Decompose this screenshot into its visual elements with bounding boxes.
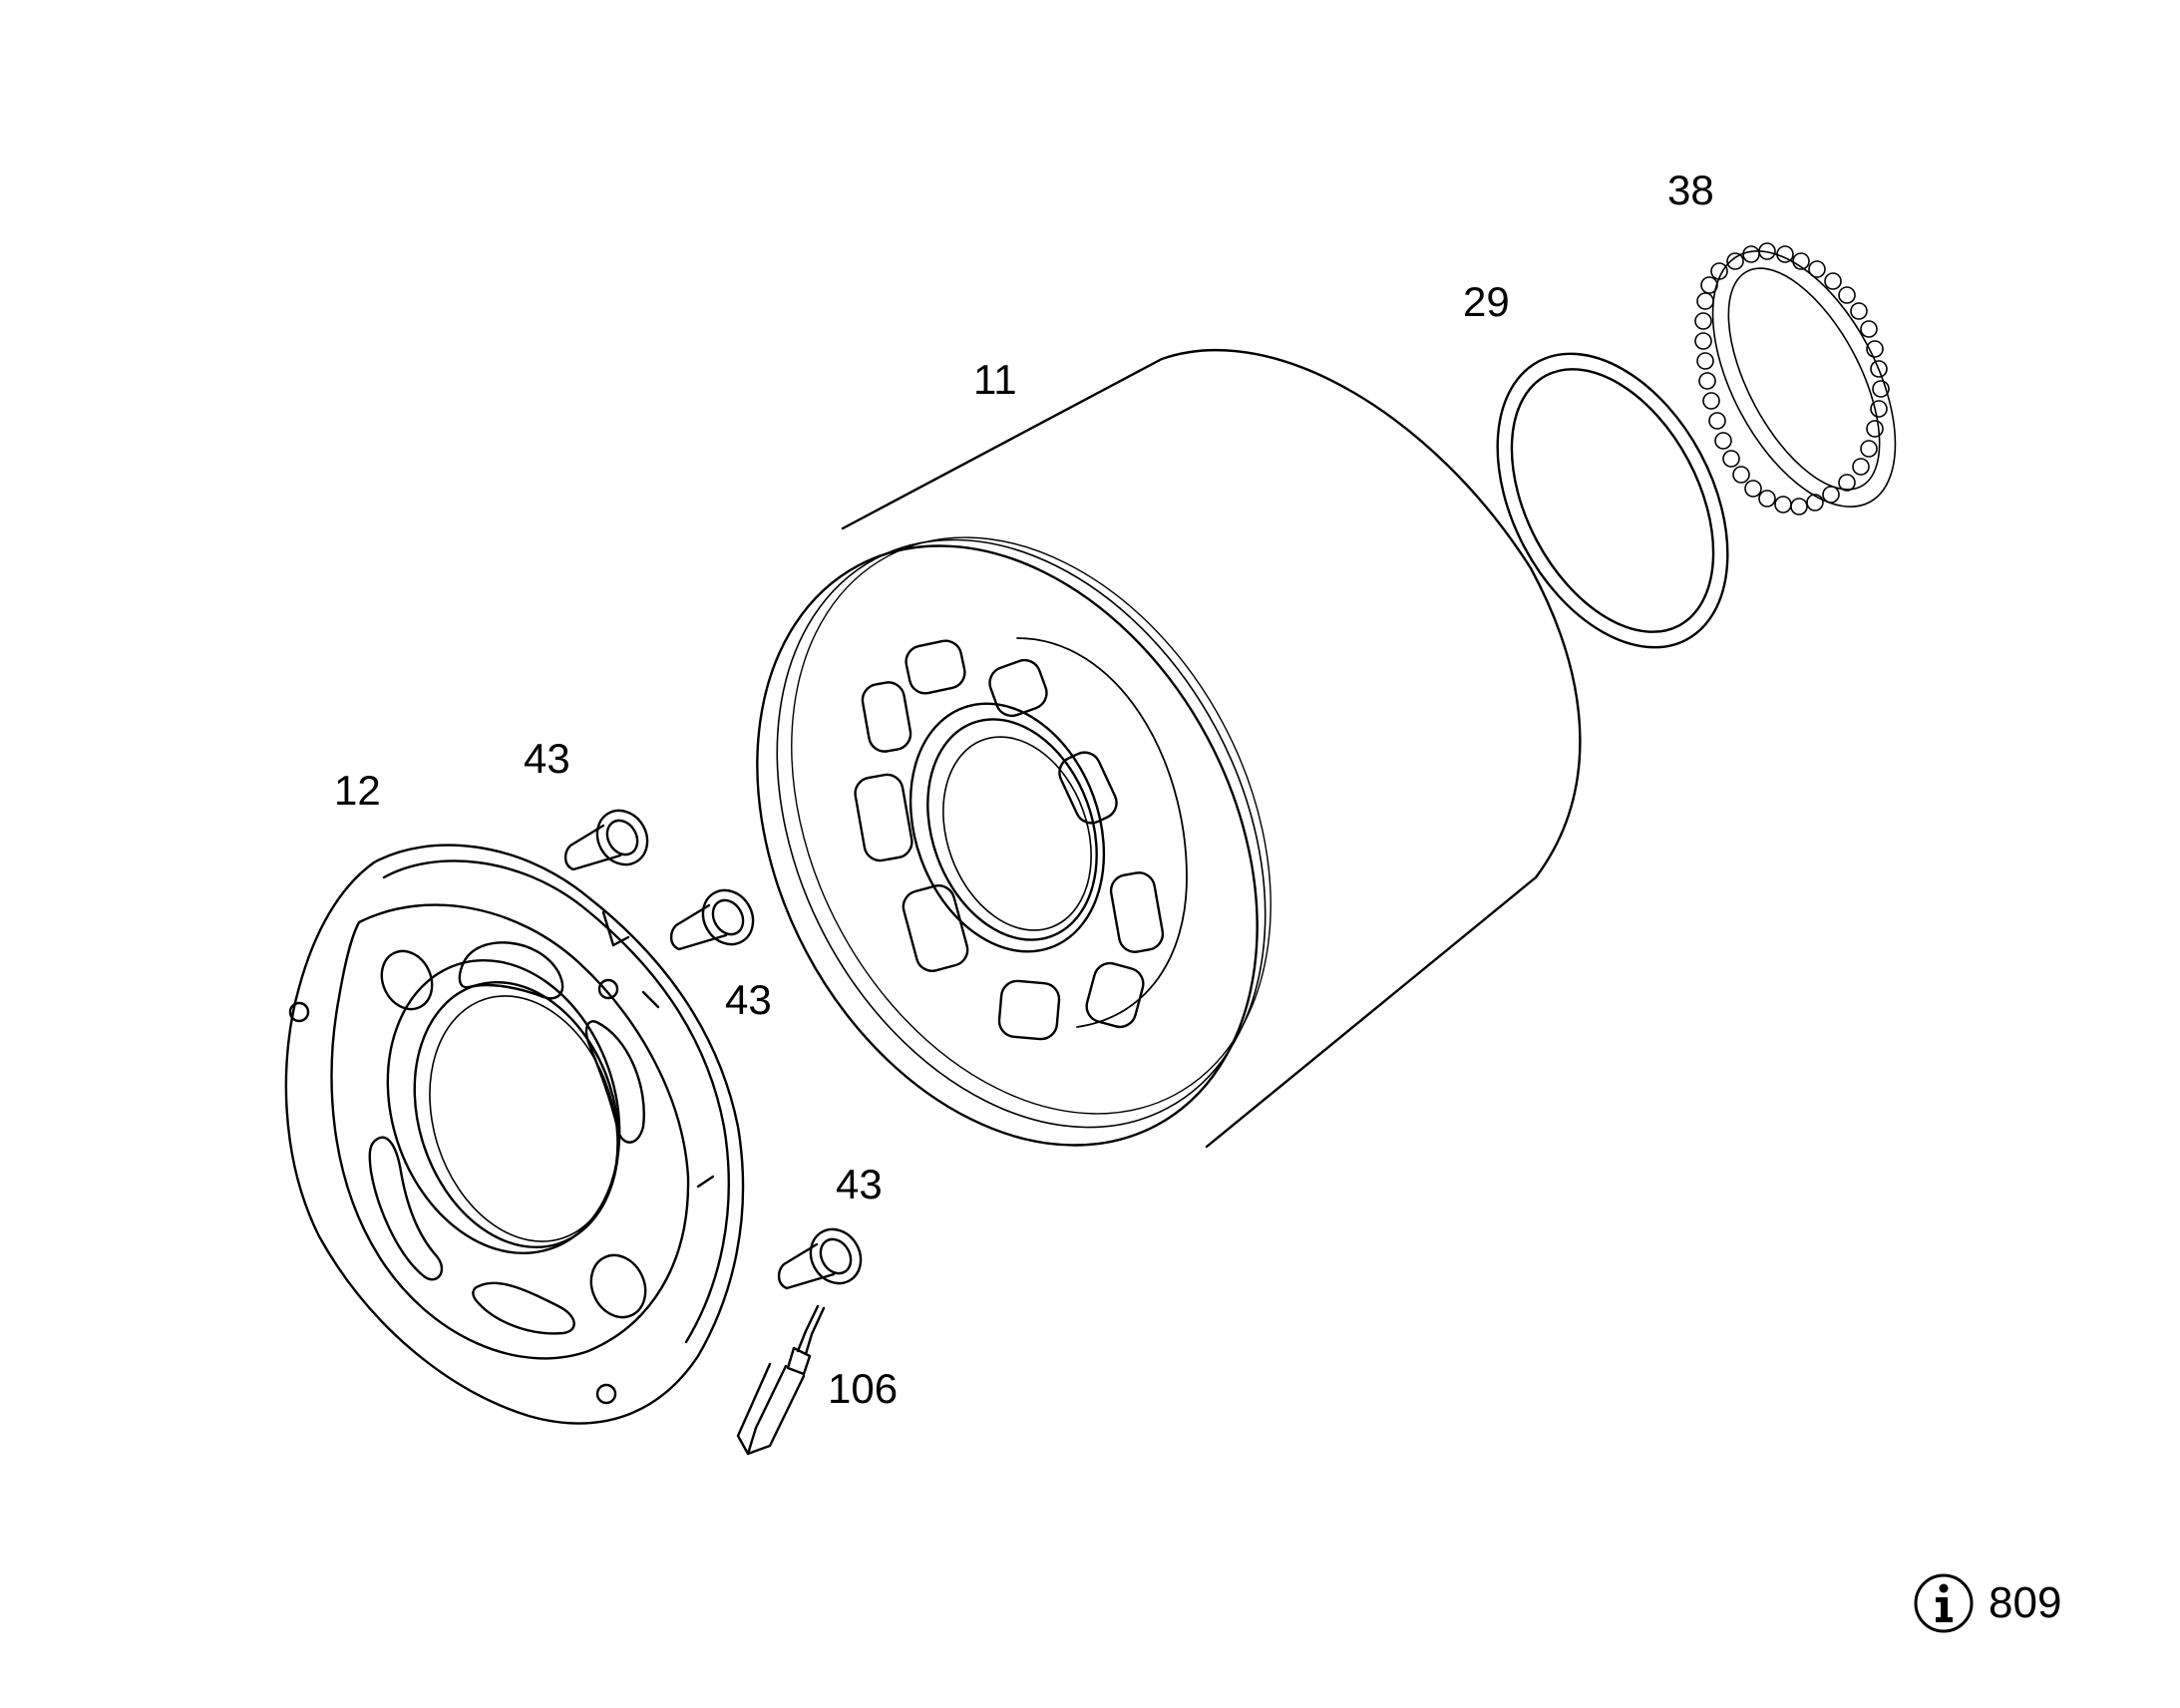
callout-43-b: 43 — [725, 976, 772, 1023]
sealant-tube-part — [738, 1306, 824, 1454]
pin-part-c — [779, 1220, 871, 1292]
cylinder-block-part — [657, 350, 1580, 1232]
info-code: 809 — [1989, 1578, 2062, 1627]
pin-part-b — [671, 881, 763, 953]
pin-part-a — [565, 802, 657, 873]
valve-plate-part — [286, 846, 743, 1424]
callout-12: 12 — [334, 767, 381, 814]
callout-38: 38 — [1667, 167, 1714, 213]
callout-29: 29 — [1463, 278, 1510, 325]
callout-43-a: 43 — [524, 735, 570, 782]
callout-106: 106 — [828, 1365, 899, 1412]
sealing-ring-part — [1451, 315, 1775, 687]
spring-ring-part — [1675, 222, 1934, 536]
callout-43-c: 43 — [836, 1161, 883, 1207]
info-badge: 809 — [1913, 1572, 2061, 1634]
info-icon — [1913, 1572, 1975, 1634]
callout-11: 11 — [973, 356, 1017, 403]
